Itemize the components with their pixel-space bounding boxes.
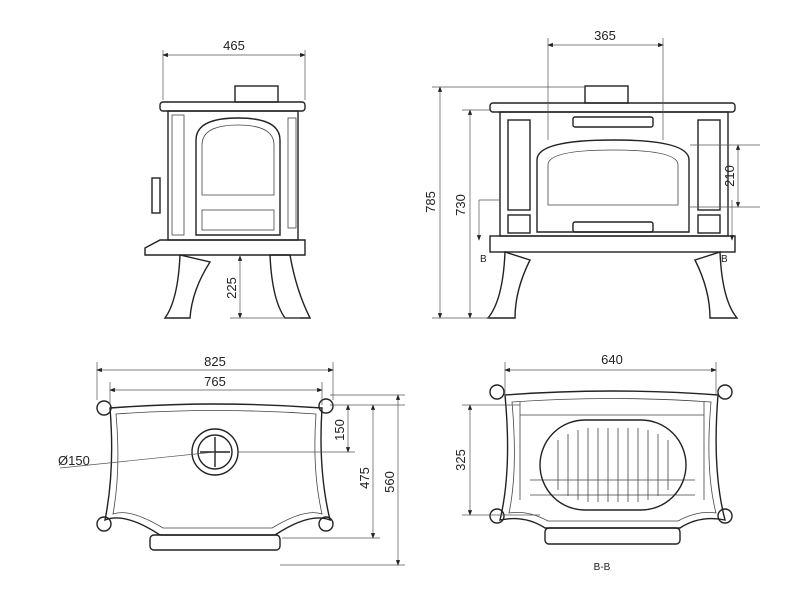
grate-bars: [557, 428, 669, 502]
dim-side-width: 465: [223, 38, 245, 53]
dim-overall-depth: 560: [382, 471, 397, 493]
dim-section-depth: 325: [453, 449, 468, 471]
dim-body-width: 765: [204, 374, 226, 389]
dim-section-width: 640: [601, 352, 623, 367]
dim-overall-width: 825: [204, 354, 226, 369]
side-view: 465 225: [144, 38, 312, 319]
dim-flue-height: 730: [453, 194, 468, 216]
dim-body-depth: 475: [357, 467, 372, 489]
section-view: 640 325 B-B: [453, 352, 733, 573]
dim-flue-offset: 150: [332, 419, 347, 441]
section-label: B-B: [594, 562, 611, 573]
dim-flue-diameter: Ø150: [58, 453, 90, 468]
dim-door-height: 210: [722, 165, 737, 187]
section-mark-left: B: [480, 254, 487, 265]
top-view: 825 765 150 475 560 Ø150: [58, 354, 405, 566]
dim-total-height: 785: [423, 191, 438, 213]
front-view: 365 785 730 210 B B: [423, 28, 760, 319]
dim-flue-spacing: 365: [594, 28, 616, 43]
dim-leg-height: 225: [224, 277, 239, 299]
section-mark-right: B: [721, 254, 728, 265]
